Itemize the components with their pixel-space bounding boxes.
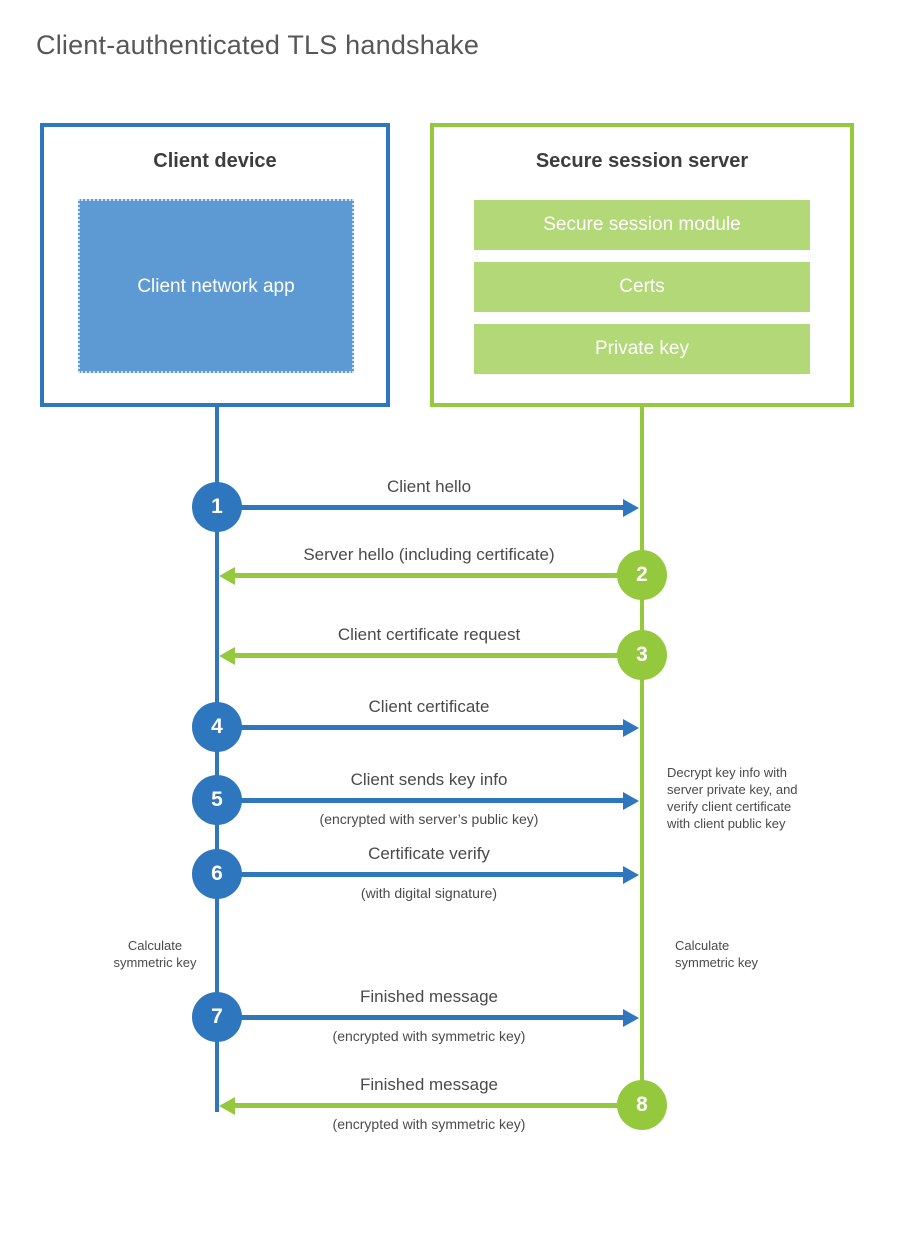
step-7-badge: 7 [192,992,242,1042]
secure-session-server-box: Secure session server Secure session mod… [430,123,854,407]
server-lifeline [640,405,644,1105]
step-4-badge: 4 [192,702,242,752]
step-2-badge: 2 [617,550,667,600]
step-7-sublabel: (encrypted with symmetric key) [332,1028,526,1044]
step-8-sublabel: (encrypted with symmetric key) [332,1116,526,1132]
step-2-label: Server hello (including certificate) [303,545,555,564]
calculate-symmetric-key-left: Calculate symmetric key [113,938,197,970]
decrypt-key-note: Decrypt key info with server private key… [667,765,798,831]
step-3-label: Client certificate request [337,625,521,644]
step-6-badge: 6 [192,849,242,899]
client-device-box: Client device Client network app [40,123,390,407]
arrow-right-icon [219,798,623,803]
arrow-right-icon [219,725,623,730]
calculate-symmetric-key-right: Calculate symmetric key [675,938,759,970]
step-3-badge: 3 [617,630,667,680]
step-6-sublabel: (with digital signature) [360,885,498,901]
arrow-right-icon [219,872,623,877]
arrow-left-icon [235,653,640,658]
step-7-label: Finished message [360,987,498,1006]
step-6-label: Certificate verify [368,844,490,863]
certs-bar: Certs [474,262,810,312]
arrow-left-icon [235,1103,640,1108]
arrow-left-icon [235,573,640,578]
client-network-app-label: Client network app [137,275,295,297]
secure-session-module-bar: Secure session module [474,200,810,250]
private-key-bar: Private key [474,324,810,374]
arrow-right-icon [219,505,623,510]
step-8-badge: 8 [617,1080,667,1130]
secure-session-server-title: Secure session server [535,150,749,172]
step-5-badge: 5 [192,775,242,825]
step-8-label: Finished message [360,1075,498,1094]
step-5-sublabel: (encrypted with server’s public key) [319,811,539,827]
client-lifeline [215,405,219,1112]
step-1-badge: 1 [192,482,242,532]
step-4-label: Client certificate [368,697,490,716]
step-5-label: Client sends key info [350,770,508,789]
client-network-app-box: Client network app [78,199,354,373]
step-1-label: Client hello [386,477,472,496]
arrow-right-icon [219,1015,623,1020]
page-title: Client-authenticated TLS handshake [36,30,480,60]
client-device-title: Client device [153,150,277,172]
